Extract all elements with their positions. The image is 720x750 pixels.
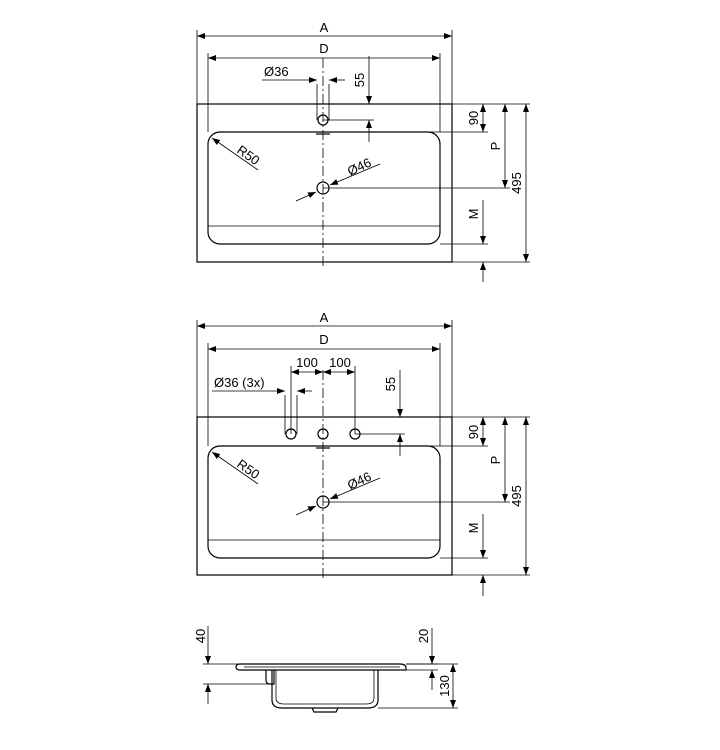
dim-90-label: 90 <box>466 111 481 125</box>
dim-40-label: 40 <box>193 629 208 643</box>
dim-55-label: 55 <box>383 377 398 391</box>
dim-spacing-left-label: 100 <box>296 355 318 370</box>
dim-55-label: 55 <box>352 73 367 87</box>
dim-495-label: 495 <box>509 172 524 194</box>
dim-495-label: 495 <box>509 485 524 507</box>
dim-a-label: A <box>320 20 329 35</box>
dim-tap-holes-label: Ø36 (3x) <box>214 375 265 390</box>
dim-20-label: 20 <box>416 629 431 643</box>
dim-drain-label: Ø46 <box>345 469 374 493</box>
plan-view-three-hole: A D 100 100 Ø36 (3x) 55 90 P 495 <box>196 310 530 596</box>
dim-drain-label: Ø46 <box>345 155 374 179</box>
dim-radius-label: R50 <box>234 142 262 168</box>
plan-view-single-hole: A D Ø36 55 90 P 495 M R50 <box>196 20 530 282</box>
tap-hole-center <box>317 428 329 440</box>
dim-m-label: M <box>466 523 481 534</box>
drain-profile <box>311 707 339 713</box>
bowl-profile <box>271 670 379 709</box>
dim-m-label: M <box>466 209 481 220</box>
side-section-view: 40 20 130 <box>193 626 458 713</box>
dim-radius-label: R50 <box>234 456 262 482</box>
dim-130-label: 130 <box>437 675 452 697</box>
dim-tap-hole-label: Ø36 <box>264 64 289 79</box>
dim-d-label: D <box>319 332 328 347</box>
basin-outline <box>196 416 453 576</box>
dim-spacing-right-label: 100 <box>329 355 351 370</box>
dim-d-label: D <box>319 41 328 56</box>
basin-outline <box>196 103 453 263</box>
rim-profile <box>235 663 407 671</box>
dim-90-label: 90 <box>466 425 481 439</box>
dim-a-label: A <box>320 310 329 325</box>
dim-p-label: P <box>488 142 503 151</box>
dim-p-label: P <box>488 456 503 465</box>
